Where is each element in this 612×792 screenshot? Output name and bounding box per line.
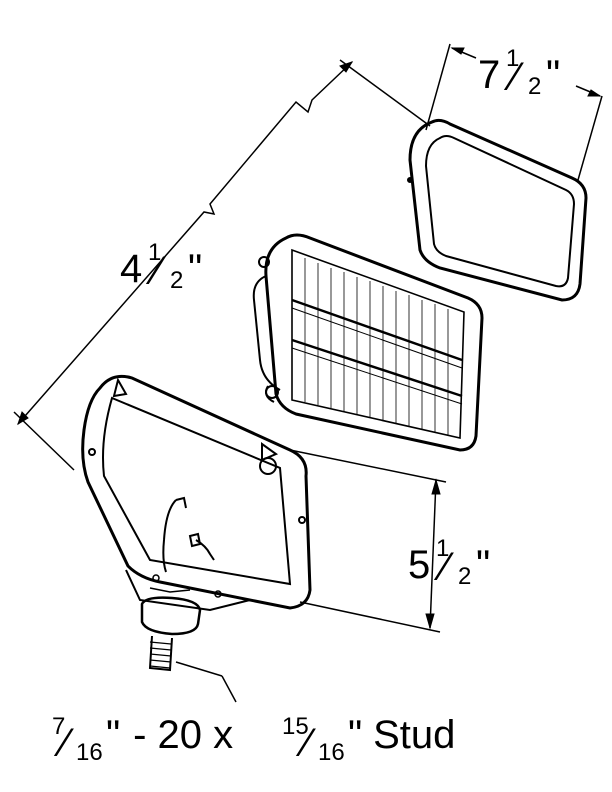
width-whole: 7 bbox=[478, 53, 500, 97]
stud-a-inch-mark: " bbox=[106, 713, 120, 757]
depth-dimension bbox=[13, 59, 431, 471]
depth-inch-mark: " bbox=[188, 247, 202, 291]
stud-a-numerator: 7 bbox=[52, 713, 65, 740]
depth-numerator: 1 bbox=[148, 239, 161, 266]
width-label: 7 1 ⁄ 2 " bbox=[478, 45, 560, 100]
mounting-housing bbox=[81, 374, 312, 612]
sealed-beam-lamp bbox=[252, 233, 484, 452]
mounting-stud bbox=[140, 596, 202, 672]
stud-b-denominator: 16 bbox=[318, 739, 345, 766]
retaining-ring bbox=[407, 118, 588, 302]
stud-b-numerator: 15 bbox=[282, 713, 309, 740]
depth-label: 4 1 ⁄ 2 " bbox=[120, 239, 202, 294]
width-denominator: 2 bbox=[528, 73, 541, 100]
height-whole: 5 bbox=[408, 543, 430, 587]
width-inch-mark: " bbox=[546, 53, 560, 97]
depth-whole: 4 bbox=[120, 247, 142, 291]
height-denominator: 2 bbox=[458, 563, 471, 590]
stud-thread-spec: - 20 x bbox=[122, 713, 244, 757]
stud-suffix: Stud bbox=[362, 713, 455, 757]
depth-denominator: 2 bbox=[170, 267, 183, 294]
height-dimension bbox=[289, 449, 447, 633]
stud-a-denominator: 16 bbox=[76, 739, 103, 766]
stud-leader bbox=[175, 661, 237, 703]
height-inch-mark: " bbox=[476, 543, 490, 587]
height-numerator: 1 bbox=[436, 535, 449, 562]
stud-caption: 7 ⁄ 16 " - 20 x 15 ⁄ 16 " Stud bbox=[52, 713, 455, 766]
height-label: 5 1 ⁄ 2 " bbox=[408, 535, 490, 590]
width-numerator: 1 bbox=[506, 45, 519, 72]
stud-b-inch-mark: " bbox=[348, 713, 362, 757]
width-dimension bbox=[425, 43, 603, 181]
